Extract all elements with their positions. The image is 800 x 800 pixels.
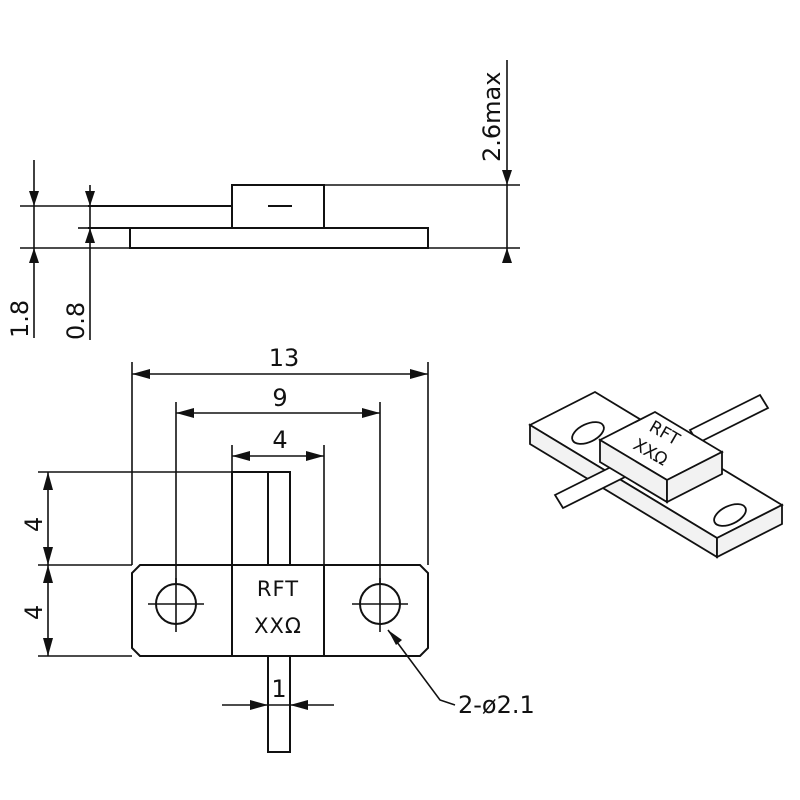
iso-hole-left — [571, 421, 605, 445]
side-flange — [129, 227, 429, 249]
dim-hole-spacing: 9 — [272, 384, 287, 412]
iso-body-right — [666, 450, 723, 504]
top-flange — [131, 564, 429, 657]
iso-hole-right — [713, 503, 747, 527]
dim-flange-half: 4 — [20, 605, 48, 620]
hole-callout: 2-ø2.1 — [458, 691, 535, 719]
bottom-lead — [267, 655, 291, 753]
dim-body-width: 4 — [272, 426, 287, 454]
isometric-view: RFT XXΩ — [528, 390, 784, 559]
body-marking-line2: XXΩ — [254, 614, 302, 638]
dim-total-height: 1.8 — [6, 300, 34, 338]
iso-lead-top — [688, 393, 770, 445]
top-view: RFT XXΩ 13 9 4 — [20, 344, 535, 753]
dim-tab-length: 4 — [20, 517, 48, 532]
dim-flange-thickness: 0.8 — [62, 302, 90, 340]
dim-lead-width: 1 — [271, 675, 286, 703]
body-marking-line1: RFT — [257, 577, 299, 601]
dim-height-max: 2.6max — [478, 72, 506, 162]
dim-length: 13 — [269, 344, 300, 372]
iso-flange-right — [716, 503, 783, 559]
top-tab — [231, 471, 291, 565]
side-view: 2.6max 1.8 0.8 — [6, 60, 520, 340]
